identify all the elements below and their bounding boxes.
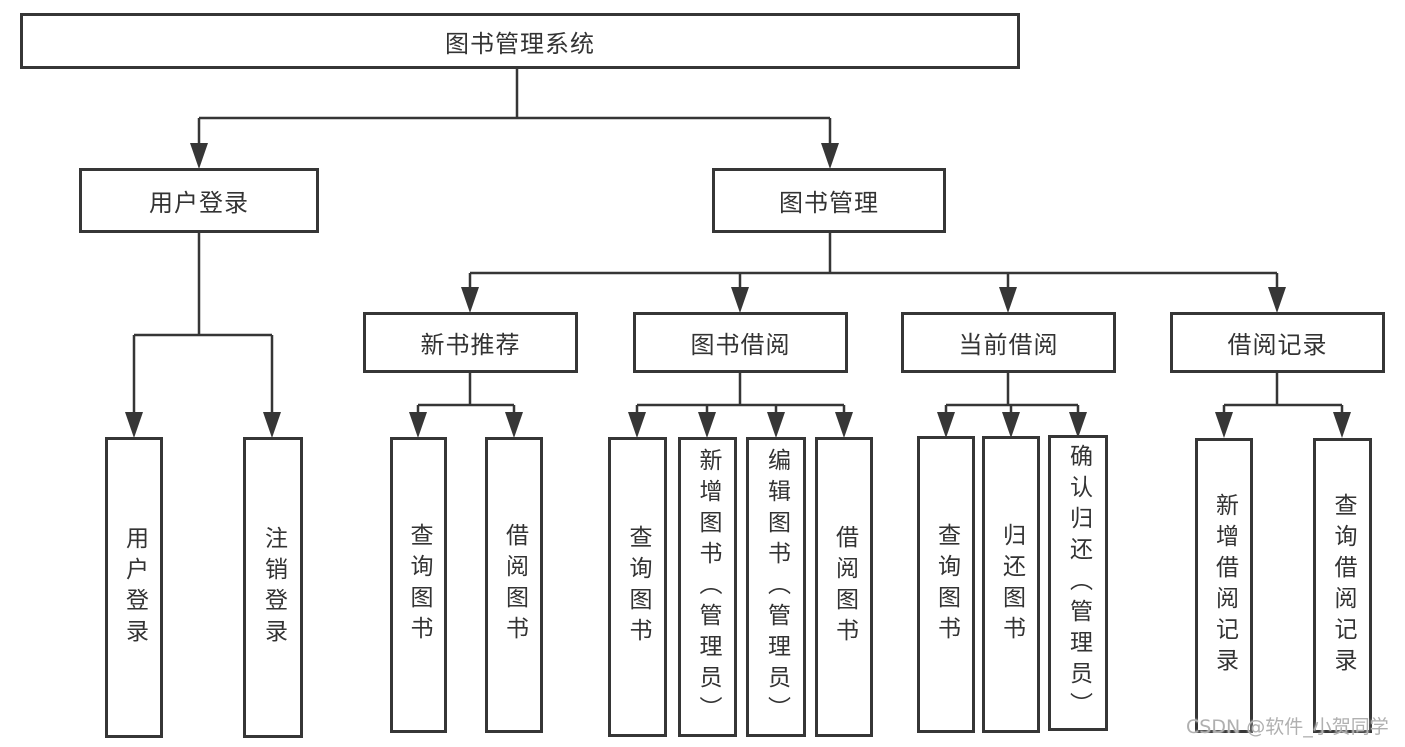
node-user-login: 用户登录 — [105, 437, 163, 738]
node-user-login-branch: 用户登录 — [79, 168, 319, 233]
node-records-query-record: 查询借阅记录 — [1313, 438, 1372, 733]
node-recommend-borrow-books: 借阅图书 — [485, 437, 543, 733]
node-book-management: 图书管理 — [712, 168, 946, 233]
csdn-watermark: CSDN @软件_小贺同学 — [1186, 716, 1389, 738]
node-recommend-query-books: 查询图书 — [390, 437, 447, 733]
node-book-borrow: 图书借阅 — [633, 312, 848, 373]
node-logout: 注销登录 — [243, 437, 303, 738]
node-current-return-books: 归还图书 — [982, 436, 1040, 733]
node-root: 图书管理系统 — [20, 13, 1020, 69]
node-borrow-records: 借阅记录 — [1170, 312, 1385, 373]
node-borrow-add-books-admin: 新增图书（管理员） — [678, 437, 737, 737]
node-borrow-query-books: 查询图书 — [608, 437, 667, 737]
node-current-borrow: 当前借阅 — [901, 312, 1116, 373]
node-borrow-edit-books-admin: 编辑图书（管理员） — [746, 437, 806, 737]
node-current-confirm-return-admin: 确认归还（管理员） — [1048, 435, 1108, 731]
node-new-book-recommend: 新书推荐 — [363, 312, 578, 373]
node-current-query-books: 查询图书 — [917, 436, 975, 733]
node-records-add-record: 新增借阅记录 — [1195, 438, 1253, 733]
node-borrow-borrow-books: 借阅图书 — [815, 437, 873, 737]
